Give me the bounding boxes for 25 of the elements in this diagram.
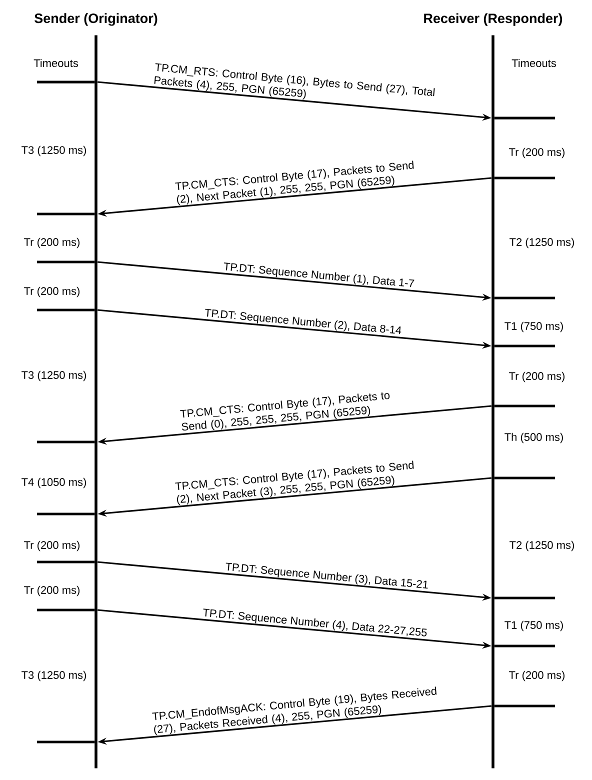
edge-label: TP.DT: Sequence Number (4), Data 22-27,255 <box>203 608 427 636</box>
timer-label: T1 (750 ms) <box>504 322 563 332</box>
edge-label: TP.CM_CTS: Control Byte (17), Packets to Send (2), Next Packet (1), 255, 255, PGN (65259) <box>175 160 414 206</box>
edge-label: TP.CM_CTS: Control Byte (17), Packets to Send (0), 255, 255, 255, PGN (65259) <box>180 392 390 431</box>
node-label: Receiver (Responder) <box>424 13 562 26</box>
timer-label: T2 (1250 ms) <box>510 238 574 248</box>
timer-label: Tr (200 ms) <box>509 670 564 682</box>
node-label: Sender (Originator) <box>34 13 158 26</box>
timer-label: Tr (200 ms) <box>509 372 564 382</box>
edge-label: TP.CM_RTS: Control Byte (16), Bytes to Send (27), Total Packets (4), 255, PGN (65259) <box>154 63 435 100</box>
timer-label: Timeouts <box>512 58 556 68</box>
timer-label: Tr (200 ms) <box>24 238 80 248</box>
timer-label: T2 (1250 ms) <box>510 540 574 552</box>
edge-label: TP.DT: Sequence Number (3), Data 15-21 <box>226 562 428 589</box>
edge-label: TP.DT: Sequence Number (1), Data 1-7 <box>224 262 414 288</box>
timer-label: Timeouts <box>34 58 78 68</box>
edge-label: TP.DT: Sequence Number (2), Data 8-14 <box>205 308 402 334</box>
edge-label: TP.CM_CTS: Control Byte (17), Packets to Send (2), Next Packet (3), 255, 255, PGN (65259) <box>175 460 414 506</box>
timer-label: Tr (200 ms) <box>24 286 80 298</box>
timer-label: Tr (200 ms) <box>509 148 564 158</box>
timer-label: Tr (200 ms) <box>24 586 80 596</box>
timer-label: Tr (200 ms) <box>24 540 80 552</box>
edge-label: TP.CM_EndofMsgACK: Control Byte (19), Bytes Received (27), Packets Received (4), 255, PGN (65259) <box>152 686 437 736</box>
timer-label: T1 (750 ms) <box>504 620 563 632</box>
timer-label: Th (500 ms) <box>504 432 563 444</box>
